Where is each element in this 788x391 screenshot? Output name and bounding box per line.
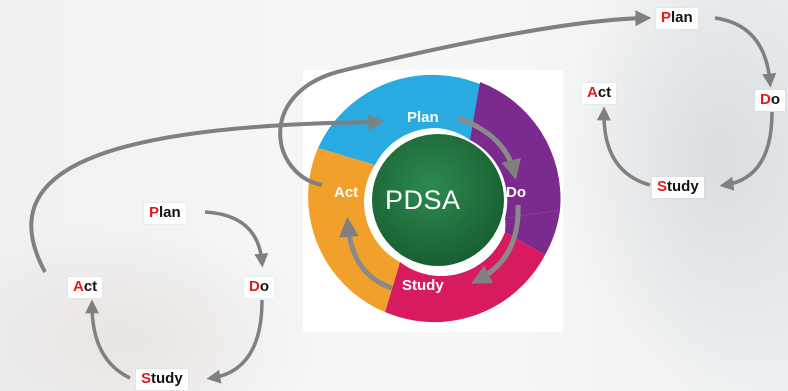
wheel-arrow-study-act [338,217,393,291]
wheel-arrow-do-study [470,204,521,284]
wheel-label-act: Act [334,184,359,201]
left-arrow-plan-do [204,210,269,268]
right-arrow-do-study [719,111,774,191]
left-cycle-plan-label: Plan [144,203,186,224]
center-label: PDSA [385,185,461,215]
wheel-arrows [338,115,521,291]
left-cycle-act-label: Act [68,277,103,298]
right-cycle-do-label: Do [755,90,786,111]
wheel-label-plan: Plan [407,109,439,126]
left-arrow-study-act [85,299,131,380]
right-arrow-plan-do [714,16,777,88]
left-cycle-study-label: Study [136,369,188,390]
left-cycle-arrows [85,210,269,384]
connector-left-act-to-wheel-plan [29,114,385,273]
right-cycle-arrows [596,16,777,191]
left-cycle-do-label: Do [244,277,275,298]
wheel-segment-do [470,82,561,218]
connector-arrows [29,10,652,273]
left-arrow-do-study [206,299,264,384]
wheel-arrow-plan-do [457,115,521,180]
background-shade-left [0,220,320,391]
wheel-center-circle [372,134,504,266]
connector-wheel-act-to-right-plan [278,10,652,187]
right-cycle-study-label: Study [652,177,704,198]
wheel-label-do: Do [506,184,526,201]
wheel-label-study: Study [402,277,444,294]
right-cycle-act-label: Act [582,83,617,104]
right-cycle-plan-label: Plan [656,8,698,29]
right-arrow-study-act [596,106,651,187]
